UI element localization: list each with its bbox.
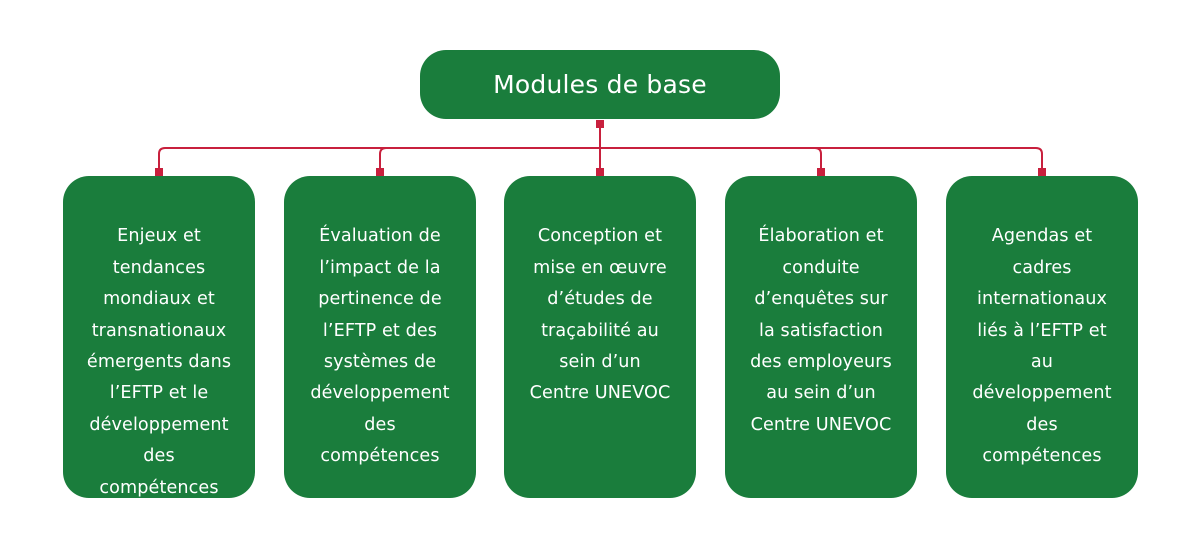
root-node-modules-de-base: Modules de base	[420, 50, 780, 119]
child-node-enjeux-tendances: Enjeux et tendances mondiaux et transnat…	[63, 176, 255, 498]
child-node-conception-tracabilite: Conception et mise en œuvre d’études de …	[504, 176, 696, 498]
connector-child-dot-1	[155, 168, 163, 176]
connector-branch-4	[600, 147, 822, 172]
connector-child-dot-4	[817, 168, 825, 176]
child-node-label: Agendas et cadres internationaux liés à …	[972, 226, 1112, 467]
connector-child-dot-5	[1038, 168, 1046, 176]
child-node-evaluation-impact: Évaluation de l’impact de la pertinence …	[284, 176, 476, 498]
child-node-label: Conception et mise en œuvre d’études de …	[529, 226, 671, 404]
connector-branch-5	[600, 147, 1043, 172]
child-node-label: Enjeux et tendances mondiaux et transnat…	[86, 226, 232, 498]
child-node-label: Évaluation de l’impact de la pertinence …	[310, 226, 450, 467]
connector-child-dot-2	[376, 168, 384, 176]
child-node-label: Élaboration et conduite d’enquêtes sur l…	[750, 226, 892, 435]
connector-child-dot-3	[596, 168, 604, 176]
connector-branch-1	[158, 147, 600, 172]
connector-root-dot	[596, 120, 604, 128]
child-node-agendas-cadres: Agendas et cadres internationaux liés à …	[946, 176, 1138, 498]
connector-branch-2	[379, 147, 600, 172]
child-node-elaboration-enquetes: Élaboration et conduite d’enquêtes sur l…	[725, 176, 917, 498]
root-node-label: Modules de base	[493, 70, 707, 99]
